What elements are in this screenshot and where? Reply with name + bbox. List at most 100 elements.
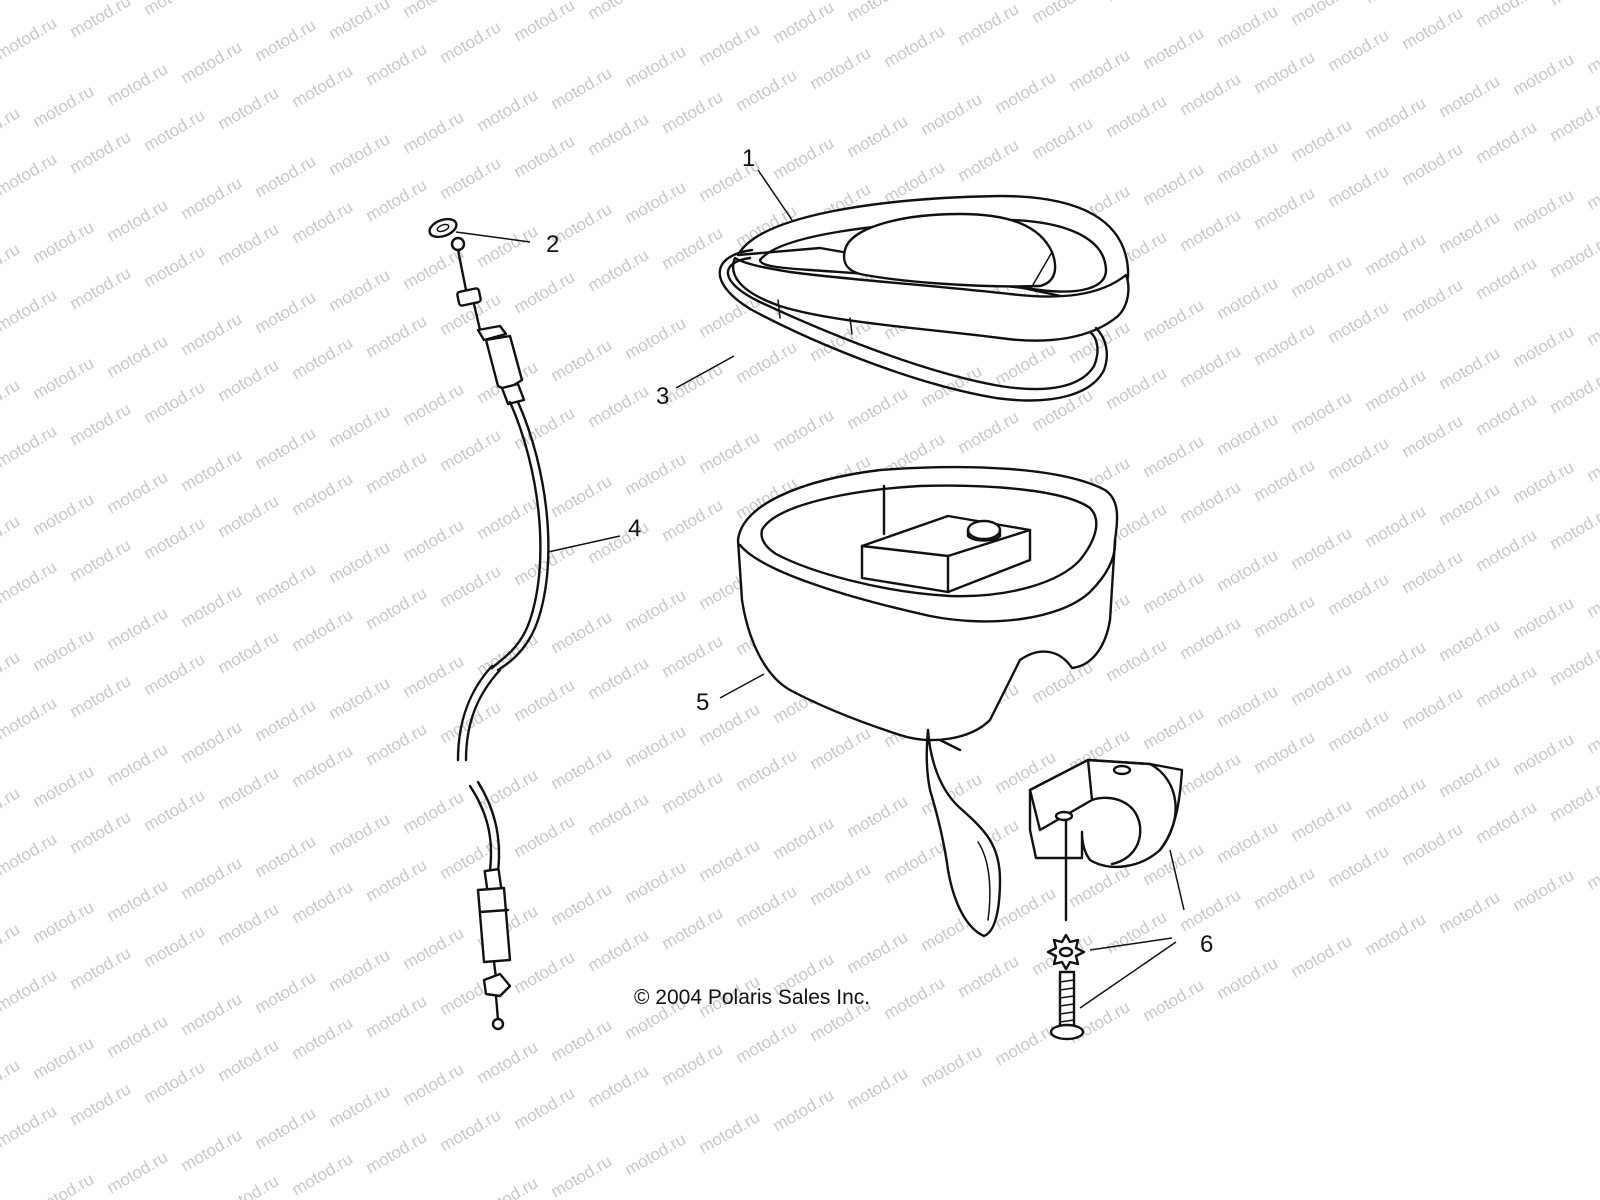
watermark-text: motod.ru xyxy=(511,0,579,45)
watermark-text: motod.ru xyxy=(1103,91,1171,141)
watermark-text: motod.ru xyxy=(1510,49,1578,99)
watermark-text: motod.ru xyxy=(437,1105,505,1155)
watermark-text: motod.ru xyxy=(1436,887,1504,937)
watermark-text: motod.ru xyxy=(1473,253,1541,303)
watermark-text: motod.ru xyxy=(178,37,246,87)
watermark-text: motod.ru xyxy=(1103,907,1171,957)
watermark-text: motod.ru xyxy=(1214,409,1282,459)
watermark-text: motod.ru xyxy=(326,401,394,451)
watermark-text: motod.ru xyxy=(511,811,579,861)
watermark-text: motod.ru xyxy=(1288,795,1356,845)
watermark-text: motod.ru xyxy=(363,719,431,769)
watermark-text: motod.ru xyxy=(141,649,209,699)
watermark-text: motod.ru xyxy=(548,607,616,657)
watermark-text: motod.ru xyxy=(918,0,986,3)
watermark-text: motod.ru xyxy=(1436,207,1504,257)
watermark-text: motod.ru xyxy=(1473,797,1541,847)
watermark-text: motod.ru xyxy=(548,879,616,929)
watermark-text: motod.ru xyxy=(511,1083,579,1133)
watermark-text: motod.ru xyxy=(1140,703,1208,753)
watermark-text: motod.ru xyxy=(1547,231,1600,281)
watermark-text: motod.ru xyxy=(141,0,209,19)
watermark-text: motod.ru xyxy=(104,1147,172,1197)
watermark-text: motod.ru xyxy=(1140,975,1208,1025)
watermark-text: motod.ru xyxy=(1584,299,1600,349)
watermark-text: motod.ru xyxy=(30,81,98,131)
watermark-text: motod.ru xyxy=(548,471,616,521)
watermark-text: motod.ru xyxy=(178,581,246,631)
callout-labels: 1 2 3 4 5 6 xyxy=(546,145,1213,958)
watermark-text: motod.ru xyxy=(289,1149,357,1199)
watermark-text: motod.ru xyxy=(400,107,468,157)
watermark-text: motod.ru xyxy=(215,763,283,813)
watermark-text: motod.ru xyxy=(1362,93,1430,143)
watermark-text: motod.ru xyxy=(1362,501,1430,551)
watermark-text: motod.ru xyxy=(289,333,357,383)
watermark-text: motod.ru xyxy=(104,875,172,925)
watermark-text: motod.ru xyxy=(30,489,98,539)
watermark-text: motod.ru xyxy=(548,63,616,113)
watermark-text: motod.ru xyxy=(844,383,912,433)
watermark-text: motod.ru xyxy=(1473,525,1541,575)
watermark-text: motod.ru xyxy=(1362,773,1430,823)
watermark-text: motod.ru xyxy=(30,625,98,675)
watermark-text: motod.ru xyxy=(0,1055,23,1105)
watermark-text: motod.ru xyxy=(326,0,394,43)
watermark-text: motod.ru xyxy=(67,0,135,41)
watermark-text: motod.ru xyxy=(289,1013,357,1063)
watermark-text: motod.ru xyxy=(1251,319,1319,369)
watermark-text: motod.ru xyxy=(1473,0,1541,31)
watermark-text: motod.ru xyxy=(1214,681,1282,731)
watermark-text: motod.ru xyxy=(511,131,579,181)
watermark-text: motod.ru xyxy=(511,675,579,725)
watermark-text: motod.ru xyxy=(437,561,505,611)
watermark-text: motod.ru xyxy=(104,195,172,245)
watermark-text: motod.ru xyxy=(1251,183,1319,233)
watermark-text: motod.ru xyxy=(0,511,23,561)
watermark-text: motod.ru xyxy=(1288,659,1356,709)
watermark-text: motod.ru xyxy=(696,1107,764,1157)
watermark-text: motod.ru xyxy=(0,647,23,697)
watermark-text: motod.ru xyxy=(1214,817,1282,867)
watermark-text: motod.ru xyxy=(807,859,875,909)
watermark-text: motod.ru xyxy=(733,881,801,931)
watermark-text: motod.ru xyxy=(215,1035,283,1085)
watermark-text: motod.ru xyxy=(585,0,653,23)
watermark-text: motod.ru xyxy=(585,245,653,295)
watermark-text: motod.ru xyxy=(1103,363,1171,413)
watermark-text: motod.ru xyxy=(1214,953,1282,1003)
watermark-text: motod.ru xyxy=(548,335,616,385)
watermark-text: motod.ru xyxy=(400,787,468,837)
watermark-text: motod.ru xyxy=(30,897,98,947)
watermark-text: motod.ru xyxy=(0,239,23,289)
watermark-text: motod.ru xyxy=(0,1101,60,1151)
watermark-text: motod.ru xyxy=(326,673,394,723)
watermark-text: motod.ru xyxy=(1584,707,1600,757)
watermark-text: motod.ru xyxy=(1066,861,1134,911)
watermark-text: motod.ru xyxy=(0,693,60,743)
watermark-text: motod.ru xyxy=(363,311,431,361)
watermark-text: motod.ru xyxy=(437,425,505,475)
watermark-text: motod.ru xyxy=(1288,931,1356,981)
watermark-text: motod.ru xyxy=(1584,27,1600,77)
watermark-text: motod.ru xyxy=(1140,567,1208,617)
watermark-text: motod.ru xyxy=(770,405,838,455)
watermark-text: motod.ru xyxy=(67,807,135,857)
watermark-text: motod.ru xyxy=(1473,389,1541,439)
watermark-text: motod.ru xyxy=(289,469,357,519)
watermark-text: motod.ru xyxy=(622,1129,690,1179)
watermark-text: motod.ru xyxy=(1362,637,1430,687)
watermark-text: motod.ru xyxy=(326,809,394,859)
watermark-text: motod.ru xyxy=(733,745,801,795)
watermark-text: motod.ru xyxy=(1399,547,1467,597)
watermark-text: motod.ru xyxy=(1288,115,1356,165)
watermark-text: motod.ru xyxy=(363,1127,431,1177)
watermark-text: motod.ru xyxy=(1399,683,1467,733)
watermark-text: motod.ru xyxy=(363,39,431,89)
watermark-text: motod.ru xyxy=(1362,229,1430,279)
watermark-text: motod.ru xyxy=(1325,25,1393,75)
watermark-text: motod.ru xyxy=(252,151,320,201)
watermark-text: motod.ru xyxy=(659,223,727,273)
watermark-text: motod.ru xyxy=(1325,841,1393,891)
watermark-text: motod.ru xyxy=(289,605,357,655)
